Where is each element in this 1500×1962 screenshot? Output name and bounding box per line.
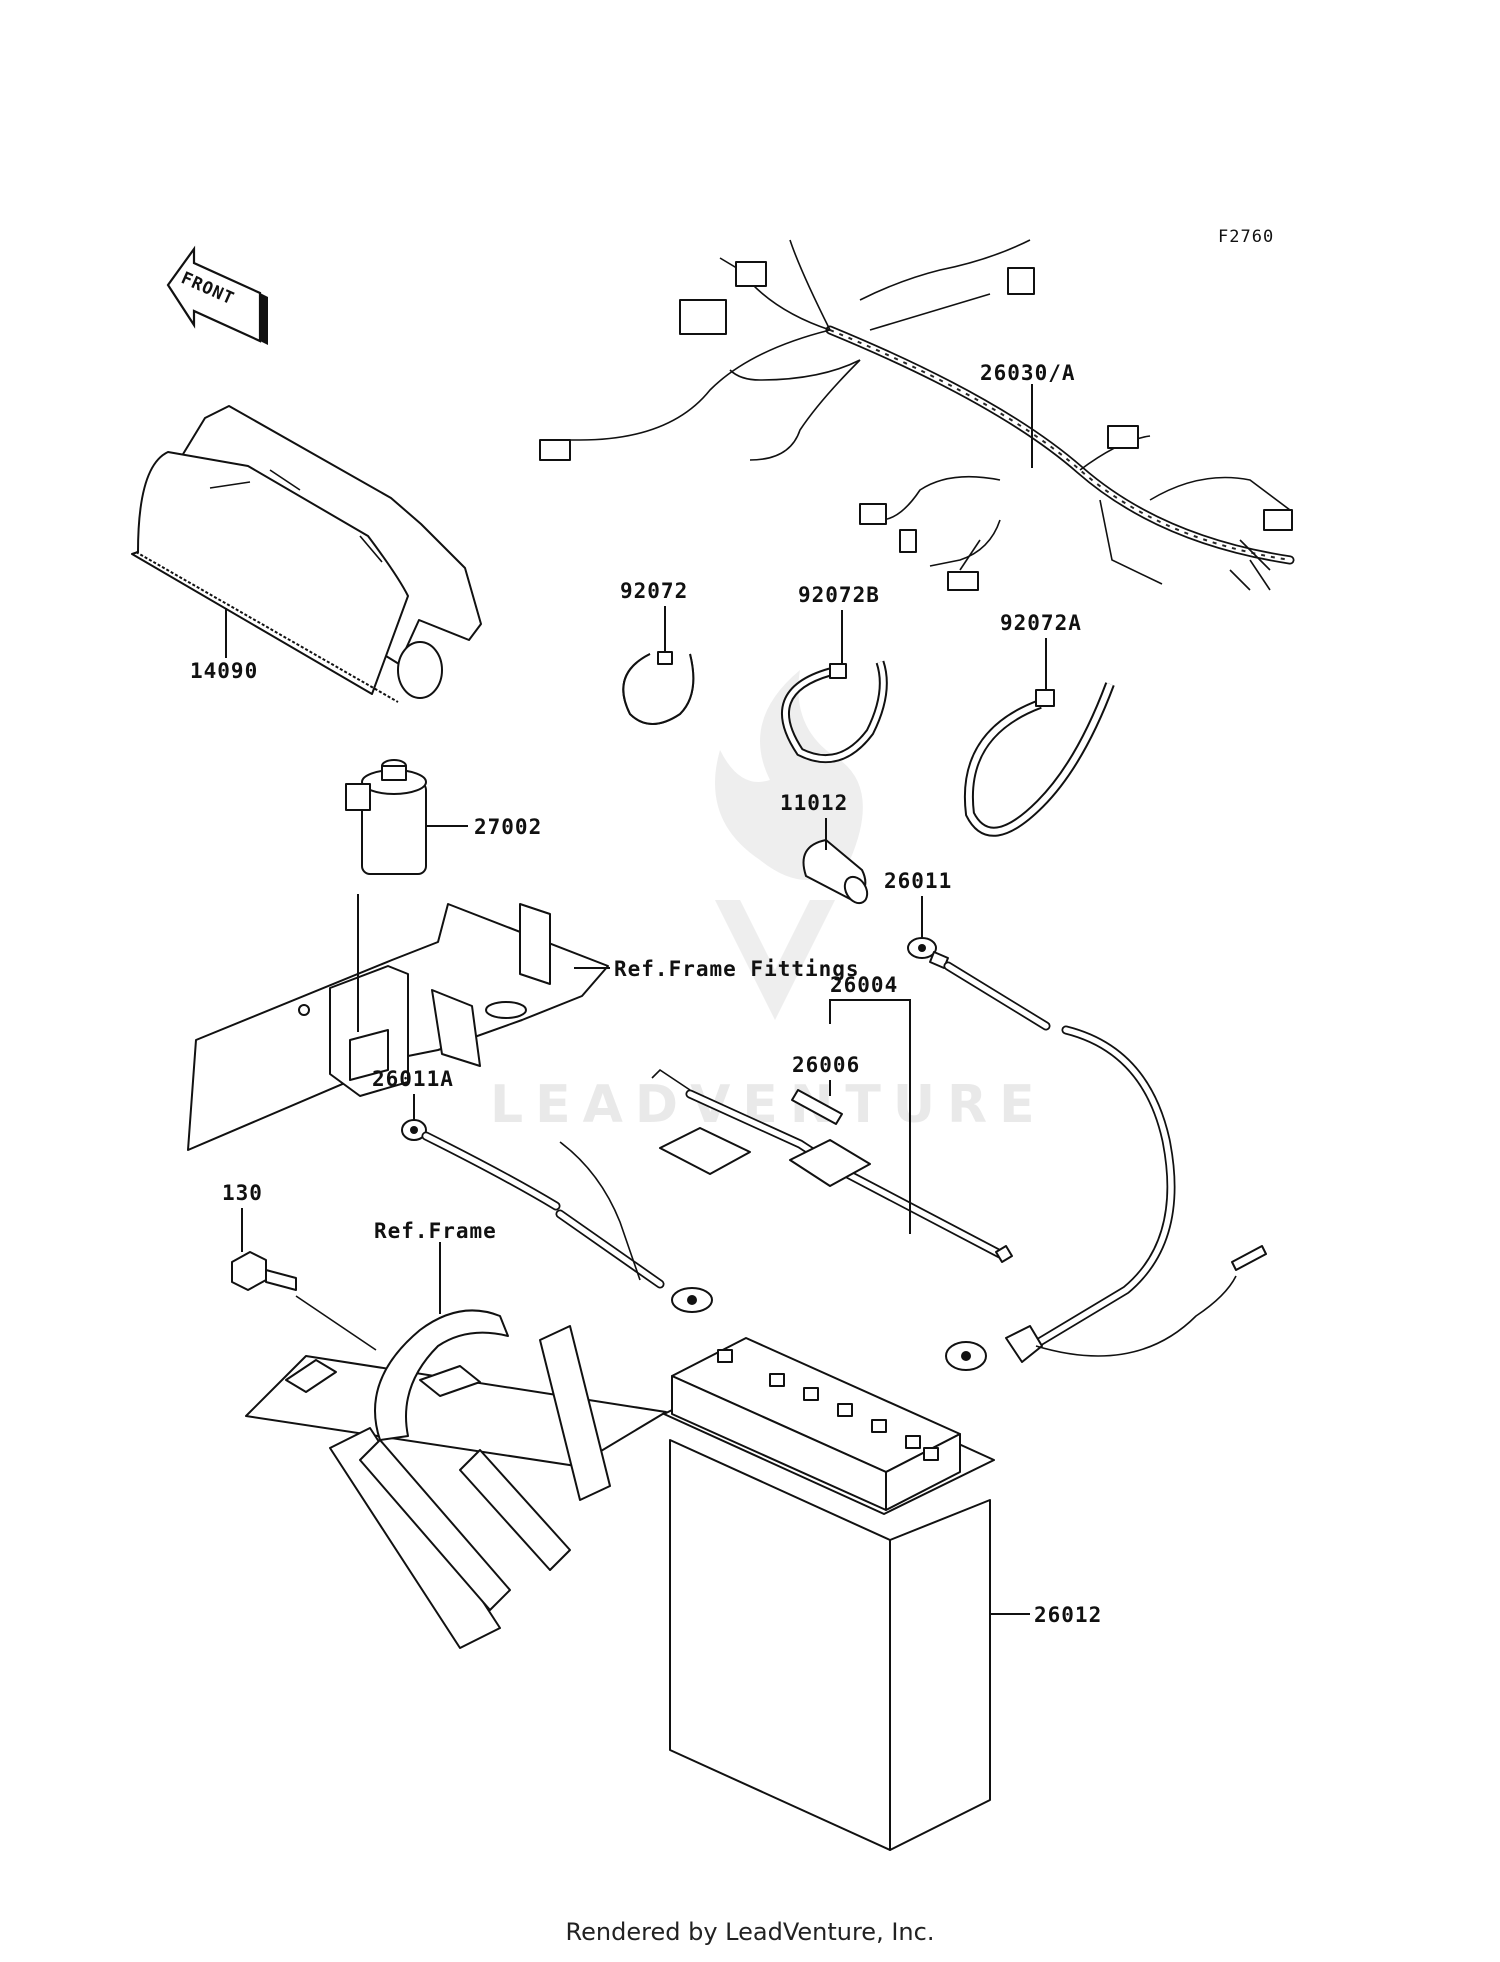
part-92072B-clamp: [781, 660, 888, 764]
front-arrow-icon: FRONT: [166, 245, 268, 345]
callout-26011: 26011: [884, 869, 952, 893]
footer-credit: Rendered by LeadVenture, Inc.: [565, 1918, 935, 1946]
part-26011A-cable: [401, 1119, 713, 1313]
part-26006-fuse: [791, 1089, 843, 1125]
part-130-bolt: [231, 1251, 297, 1291]
callout-130: 130: [222, 1181, 263, 1205]
part-27002-relay: [345, 759, 427, 875]
part-frame-fittings-bracket: [187, 903, 609, 1151]
callout-92072: 92072: [620, 579, 688, 603]
part-26030A-harness: [539, 239, 1295, 591]
callout-14090: 14090: [190, 659, 258, 683]
callout-11012: 11012: [780, 791, 848, 815]
part-92072A-clamp: [963, 682, 1115, 837]
callout-27002: 27002: [474, 815, 542, 839]
part-26004-fuse-cable: [651, 1068, 1013, 1263]
callout-26006: 26006: [792, 1053, 860, 1077]
leader-26004: [829, 999, 911, 1234]
callout-26012: 26012: [1034, 1603, 1102, 1627]
part-92072-clamp: [622, 651, 695, 725]
callout-92072A: 92072A: [1000, 611, 1082, 635]
part-frame-section: [245, 1295, 667, 1649]
ref-frame-fittings: Ref.Frame Fittings: [614, 957, 860, 981]
part-14090-cover: [131, 405, 482, 703]
part-26012-battery: [663, 1337, 995, 1851]
part-26011-cable: [907, 937, 1267, 1371]
figure-code: F2760: [1218, 227, 1274, 247]
callout-26004: 26004: [830, 973, 898, 997]
callout-92072B: 92072B: [798, 583, 880, 607]
callout-26030A: 26030/A: [980, 361, 1076, 385]
ref-frame: Ref.Frame: [374, 1219, 497, 1243]
part-11012-cap: [802, 839, 869, 905]
callout-26011A: 26011A: [372, 1067, 454, 1091]
